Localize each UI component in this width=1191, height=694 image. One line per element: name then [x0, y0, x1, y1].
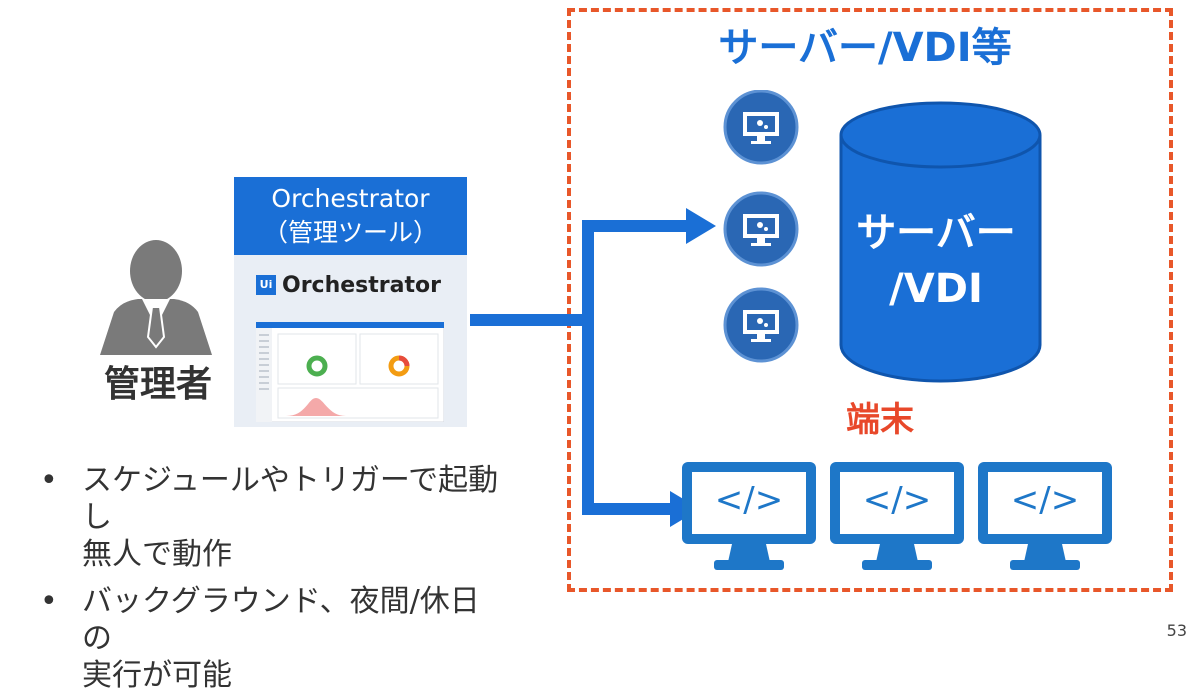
- cylinder-label-line1: サーバー: [856, 210, 1016, 256]
- orchestrator-header-line2: （管理ツール）: [262, 218, 438, 247]
- list-item: • バックグラウンド、夜間/休日の 実行が可能: [20, 583, 560, 694]
- list-item: • スケジュールやトリガーで起動し 無人で動作: [20, 462, 560, 573]
- arrow-to-servers-head: [686, 208, 716, 244]
- orchestrator-logo-text: Orchestrator: [282, 272, 441, 298]
- cylinder-label: サーバー /VDI: [846, 205, 1026, 317]
- terminal-code-text: </>: [1010, 480, 1080, 520]
- server-area-title: サーバー/VDI等: [718, 25, 1012, 71]
- cylinder-label-line2: /VDI: [889, 266, 983, 312]
- robot-monitor-icon: [723, 287, 799, 363]
- server-vdi-area: [567, 8, 1173, 592]
- uipath-logo-icon: Ui: [256, 275, 276, 295]
- connector-arrows: [470, 208, 716, 527]
- terminal-code-text: </>: [714, 480, 784, 520]
- bullet-text-line: バックグラウンド、夜間/休日の: [82, 584, 480, 656]
- terminal-monitor-icon: </>: [976, 460, 1114, 576]
- terminal-monitor-icon: </>: [680, 460, 818, 576]
- terminal-row: </> </> </>: [680, 460, 1160, 580]
- bullet-text-line: 実行が可能: [82, 658, 232, 693]
- orchestrator-header-line1: Orchestrator: [271, 184, 430, 213]
- orchestrator-dashboard-thumbnail: [256, 322, 444, 422]
- robot-icons: [723, 90, 799, 363]
- feature-bullet-list: • スケジュールやトリガーで起動し 無人で動作 • バックグラウンド、夜間/休日…: [20, 462, 560, 694]
- orchestrator-header: Orchestrator （管理ツール）: [234, 177, 467, 255]
- bullet-marker: •: [40, 463, 58, 498]
- page-number: 53: [1166, 621, 1187, 640]
- server-cylinder-icon: [839, 101, 1042, 383]
- bullet-marker: •: [40, 584, 58, 619]
- terminal-monitor-icon: </>: [828, 460, 966, 576]
- admin-person-icon: [100, 240, 212, 355]
- orchestrator-logo: Ui Orchestrator: [256, 270, 441, 300]
- robot-monitor-icon: [723, 90, 799, 165]
- robot-monitor-icon: [723, 191, 799, 267]
- bullet-text-line: 無人で動作: [82, 537, 232, 572]
- admin-label: 管理者: [103, 364, 212, 405]
- terminal-code-text: </>: [862, 480, 932, 520]
- terminal-label: 端末: [846, 400, 914, 440]
- bullet-text-line: スケジュールやトリガーで起動し: [82, 463, 499, 535]
